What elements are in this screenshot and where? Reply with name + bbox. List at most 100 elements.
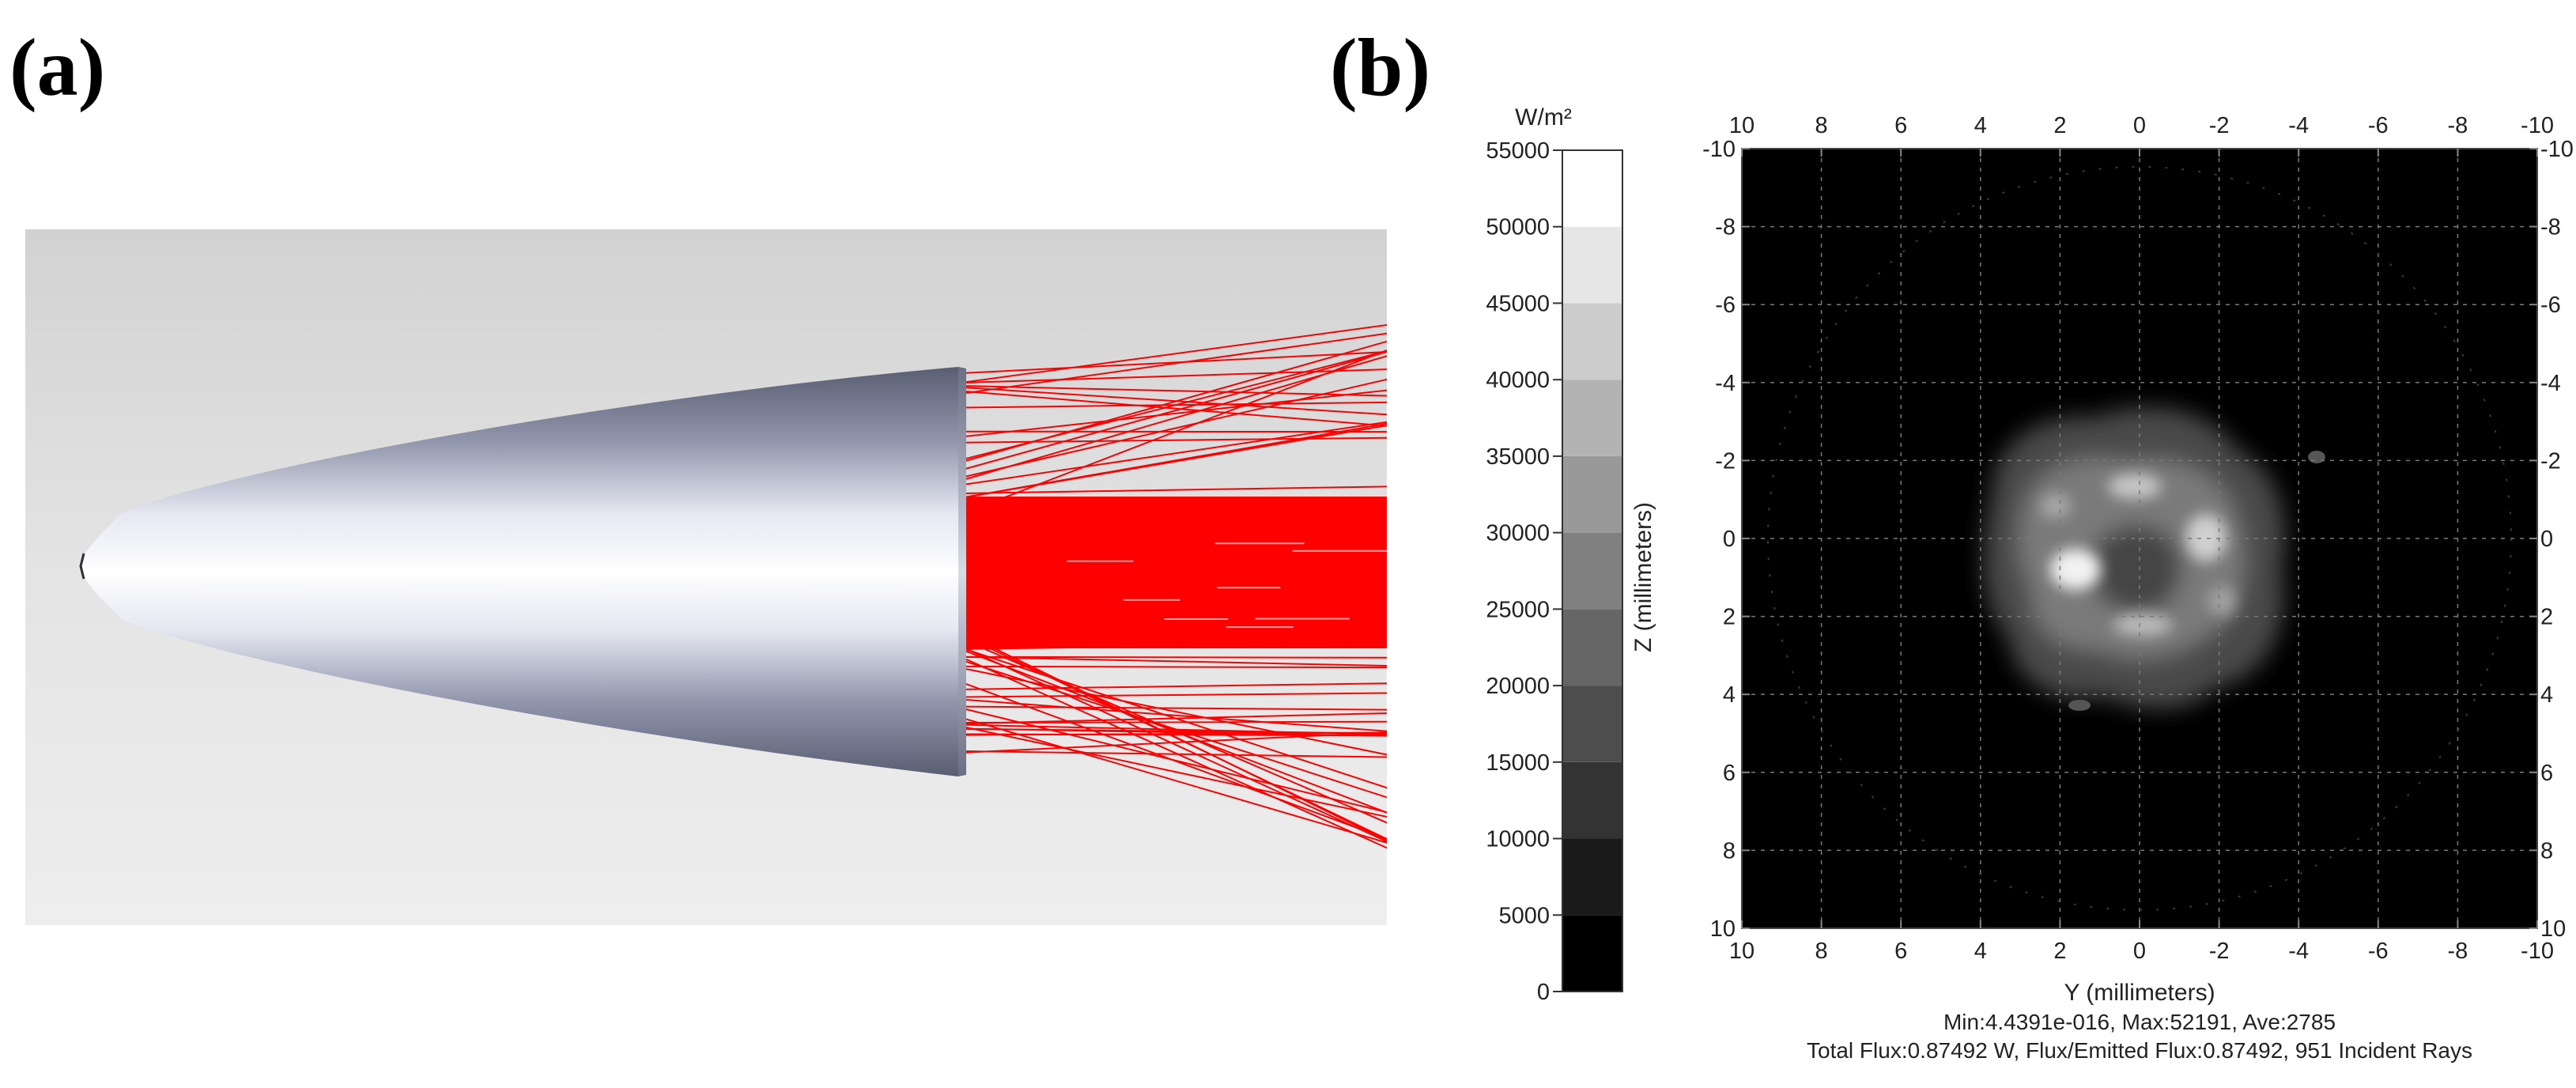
ray-line — [962, 632, 1387, 644]
colorbar-band — [1562, 686, 1622, 762]
ray-line — [962, 720, 1387, 724]
ray-line — [962, 708, 1387, 814]
ray-line — [962, 368, 1387, 383]
y-axis-title: Z (millimeters) — [1630, 502, 1656, 652]
y-tick-label-left: -6 — [1715, 293, 1736, 318]
hotspot-bottom — [2113, 614, 2173, 636]
y-tick-label-right: -10 — [2540, 137, 2574, 162]
ray-line — [962, 717, 1387, 844]
x-tick-label-bottom: -4 — [2288, 939, 2309, 964]
ray-bundle — [962, 324, 1387, 849]
x-tick-label-top: -4 — [2288, 113, 2309, 138]
y-tick-label-left: 4 — [1723, 682, 1736, 708]
colorbar-tick-label: 50000 — [1486, 215, 1550, 240]
colorbar-band — [1562, 761, 1622, 839]
x-tick-label-bottom: -10 — [2521, 939, 2554, 964]
ray-line — [962, 659, 1387, 799]
colorbar-band — [1562, 838, 1622, 916]
ray-line — [962, 692, 1387, 698]
ray-line — [962, 508, 1387, 512]
reflector-rim — [958, 367, 966, 776]
x-tick-label-top: 8 — [1815, 113, 1828, 138]
ray-line — [962, 349, 1387, 460]
ray-line — [962, 599, 1387, 605]
panel-label-b: (b) — [1330, 22, 1431, 113]
colorbar-band — [1562, 609, 1622, 686]
ray-line — [962, 642, 1387, 650]
colorbar-band — [1562, 455, 1622, 533]
x-tick-label-bottom: -8 — [2448, 939, 2468, 964]
ray-line — [962, 655, 1387, 667]
stats-line-1: Min:4.4391e-016, Max:52191, Ave:2785 — [1943, 1010, 2336, 1034]
x-tick-label-bottom: 10 — [1729, 939, 1754, 964]
x-tick-label-top: 6 — [1894, 113, 1907, 138]
y-tick-label-left: -4 — [1715, 371, 1736, 396]
ray-line — [962, 682, 1387, 690]
aperture-outline — [1767, 166, 2512, 911]
hotspot-lower-right — [2208, 585, 2236, 617]
y-tick-label-left: -8 — [1715, 215, 1736, 240]
y-tick-label-right: 0 — [2540, 527, 2553, 552]
x-tick-label-bottom: -2 — [2209, 939, 2230, 964]
ray-line — [962, 569, 1387, 578]
colorbar-band — [1562, 303, 1622, 380]
y-tick-label-left: -2 — [1715, 448, 1736, 474]
hotspot-left — [2050, 549, 2101, 590]
ray-line — [962, 638, 1387, 641]
ray-line — [962, 731, 1387, 736]
colorbar-tick-label: 35000 — [1486, 444, 1550, 470]
y-tick-label-right: -4 — [2540, 371, 2561, 396]
x-tick-label-top: 4 — [1974, 113, 1987, 138]
ray-line — [962, 523, 1387, 531]
colorbar-band — [1562, 380, 1622, 456]
ray-line — [962, 519, 1387, 523]
y-tick-label-right: 2 — [2540, 605, 2553, 630]
x-tick-label-top: 10 — [1729, 113, 1754, 138]
ray-line — [962, 519, 1387, 525]
ray-line — [962, 648, 1387, 789]
ray-line — [962, 505, 1387, 510]
x-tick-label-bottom: 4 — [1974, 939, 1987, 964]
ray-line — [962, 389, 1387, 438]
x-tick-label-top: 2 — [2053, 113, 2066, 138]
colorbar-frame — [1562, 149, 1623, 992]
hotspot-upper-left — [2040, 493, 2072, 519]
ray-line — [962, 390, 1387, 427]
ray-line — [962, 726, 1387, 818]
ray-line — [962, 731, 1387, 754]
stats-line-2: Total Flux:0.87492 W, Flux/Emitted Flux:… — [1807, 1038, 2472, 1063]
colorbar-band — [1562, 915, 1622, 992]
ray-line — [962, 351, 1387, 374]
ray-line — [962, 539, 1387, 546]
hotspot-top — [2108, 474, 2162, 499]
colorbar: W/m² 55000500004500040000350003000025000… — [1486, 104, 1623, 1005]
y-tick-label-right: 8 — [2540, 838, 2553, 863]
colorbar-band — [1562, 150, 1622, 227]
x-tick-label-top: -2 — [2209, 113, 2230, 138]
x-tick-label-bottom: -6 — [2368, 939, 2389, 964]
flux-speck-bottom — [2068, 700, 2091, 711]
y-tick-label-left: 6 — [1723, 761, 1736, 786]
colorbar-tick-label: 30000 — [1486, 521, 1550, 546]
colorbar-tick-label: 10000 — [1486, 827, 1550, 852]
colorbar-tick-label: 45000 — [1486, 291, 1550, 316]
ray-line — [962, 657, 1387, 849]
ray-line — [962, 705, 1387, 711]
ray-line — [962, 324, 1387, 383]
flux-heatmap: 10108866442200-2-2-4-4-6-6-8-8-10-10-10-… — [1630, 113, 2574, 1063]
y-tick-label-left: 10 — [1710, 916, 1736, 942]
y-tick-label-left: 2 — [1723, 605, 1736, 630]
flux-speck-right — [2308, 451, 2325, 463]
colorbar-tick-label: 0 — [1537, 980, 1550, 1005]
y-tick-label-right: -6 — [2540, 293, 2561, 318]
y-tick-label-left: 8 — [1723, 838, 1736, 863]
colorbar-band — [1562, 532, 1622, 610]
y-tick-label-right: 4 — [2540, 682, 2553, 708]
ray-line — [962, 421, 1387, 486]
colorbar-unit: W/m² — [1515, 104, 1572, 130]
x-tick-label-top: -10 — [2521, 113, 2554, 138]
ray-line — [962, 534, 1387, 544]
colorbar-tick-label: 55000 — [1486, 138, 1550, 164]
colorbar-tick-label: 5000 — [1498, 903, 1550, 928]
x-tick-label-bottom: 0 — [2133, 939, 2146, 964]
